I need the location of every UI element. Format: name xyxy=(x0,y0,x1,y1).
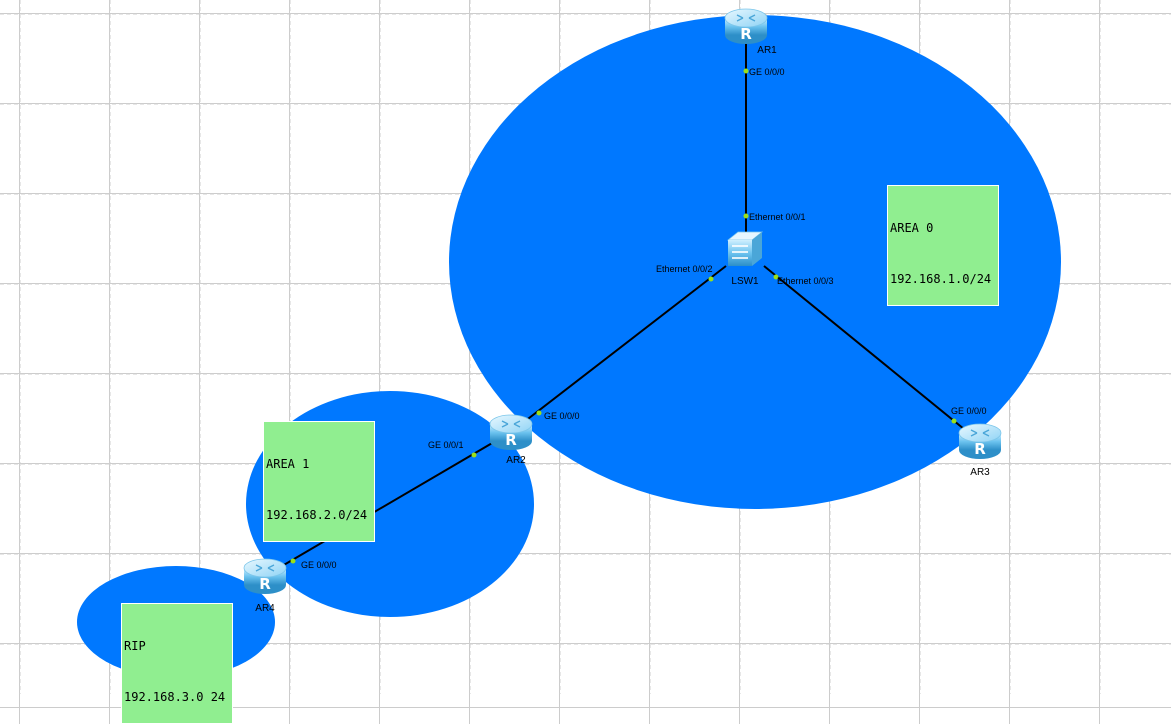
area1-subnet: 192.168.2.0/24 xyxy=(266,508,368,522)
lsw1-switch-icon[interactable] xyxy=(727,231,763,267)
topology-canvas: R xyxy=(77,8,1061,678)
ar1-router-icon[interactable] xyxy=(724,8,768,45)
port-dot-lsw1-e1 xyxy=(743,213,749,219)
ar4-ge000-label: GE 0/0/0 xyxy=(301,560,337,570)
area1-label-box[interactable]: AREA 1 192.168.2.0/24 xyxy=(263,421,375,542)
lsw1-eth003-label: Ethernet 0/0/3 xyxy=(777,276,834,286)
lsw1-label: LSW1 xyxy=(731,276,759,287)
port-dot-ar3 xyxy=(951,418,957,424)
port-dot-ar2-g0 xyxy=(536,410,542,416)
rip-subnet: 192.168.3.0 24 xyxy=(124,690,226,704)
area0-name: AREA 0 xyxy=(890,221,934,235)
ar4-router-icon[interactable] xyxy=(243,558,287,595)
ar2-ge001-label: GE 0/0/1 xyxy=(428,440,464,450)
ar3-ge000-label: GE 0/0/0 xyxy=(951,406,987,416)
port-dot-lsw1-e3 xyxy=(773,274,779,280)
area0-subnet: 192.168.1.0/24 xyxy=(890,272,992,286)
port-dot-lsw1-e2 xyxy=(708,276,714,282)
ar2-ge000-label: GE 0/0/0 xyxy=(544,411,580,421)
area0-label-box[interactable]: AREA 0 192.168.1.0/24 xyxy=(887,185,999,306)
port-dot-ar4 xyxy=(290,558,296,564)
lsw1-eth001-label: Ethernet 0/0/1 xyxy=(749,212,806,222)
ar1-port-label: GE 0/0/0 xyxy=(749,67,785,77)
ar3-router-icon[interactable] xyxy=(958,423,1002,460)
ar4-label: AR4 xyxy=(255,603,275,614)
area1-name: AREA 1 xyxy=(266,457,310,471)
rip-name: RIP xyxy=(124,639,146,653)
port-dot-ar2-g1 xyxy=(471,452,477,458)
ar1-label: AR1 xyxy=(757,45,777,56)
ar2-router-icon[interactable] xyxy=(489,414,533,451)
link-ar2-ar4[interactable] xyxy=(264,431,512,577)
link-lsw1-ar3[interactable] xyxy=(763,265,976,439)
rip-label-box[interactable]: RIP 192.168.3.0 24 xyxy=(121,603,233,724)
link-lsw1-ar2[interactable] xyxy=(510,265,727,433)
port-dot-ar1 xyxy=(743,68,749,74)
ar2-label: AR2 xyxy=(506,455,526,466)
ar3-label: AR3 xyxy=(970,467,990,478)
lsw1-eth002-label: Ethernet 0/0/2 xyxy=(656,264,713,274)
